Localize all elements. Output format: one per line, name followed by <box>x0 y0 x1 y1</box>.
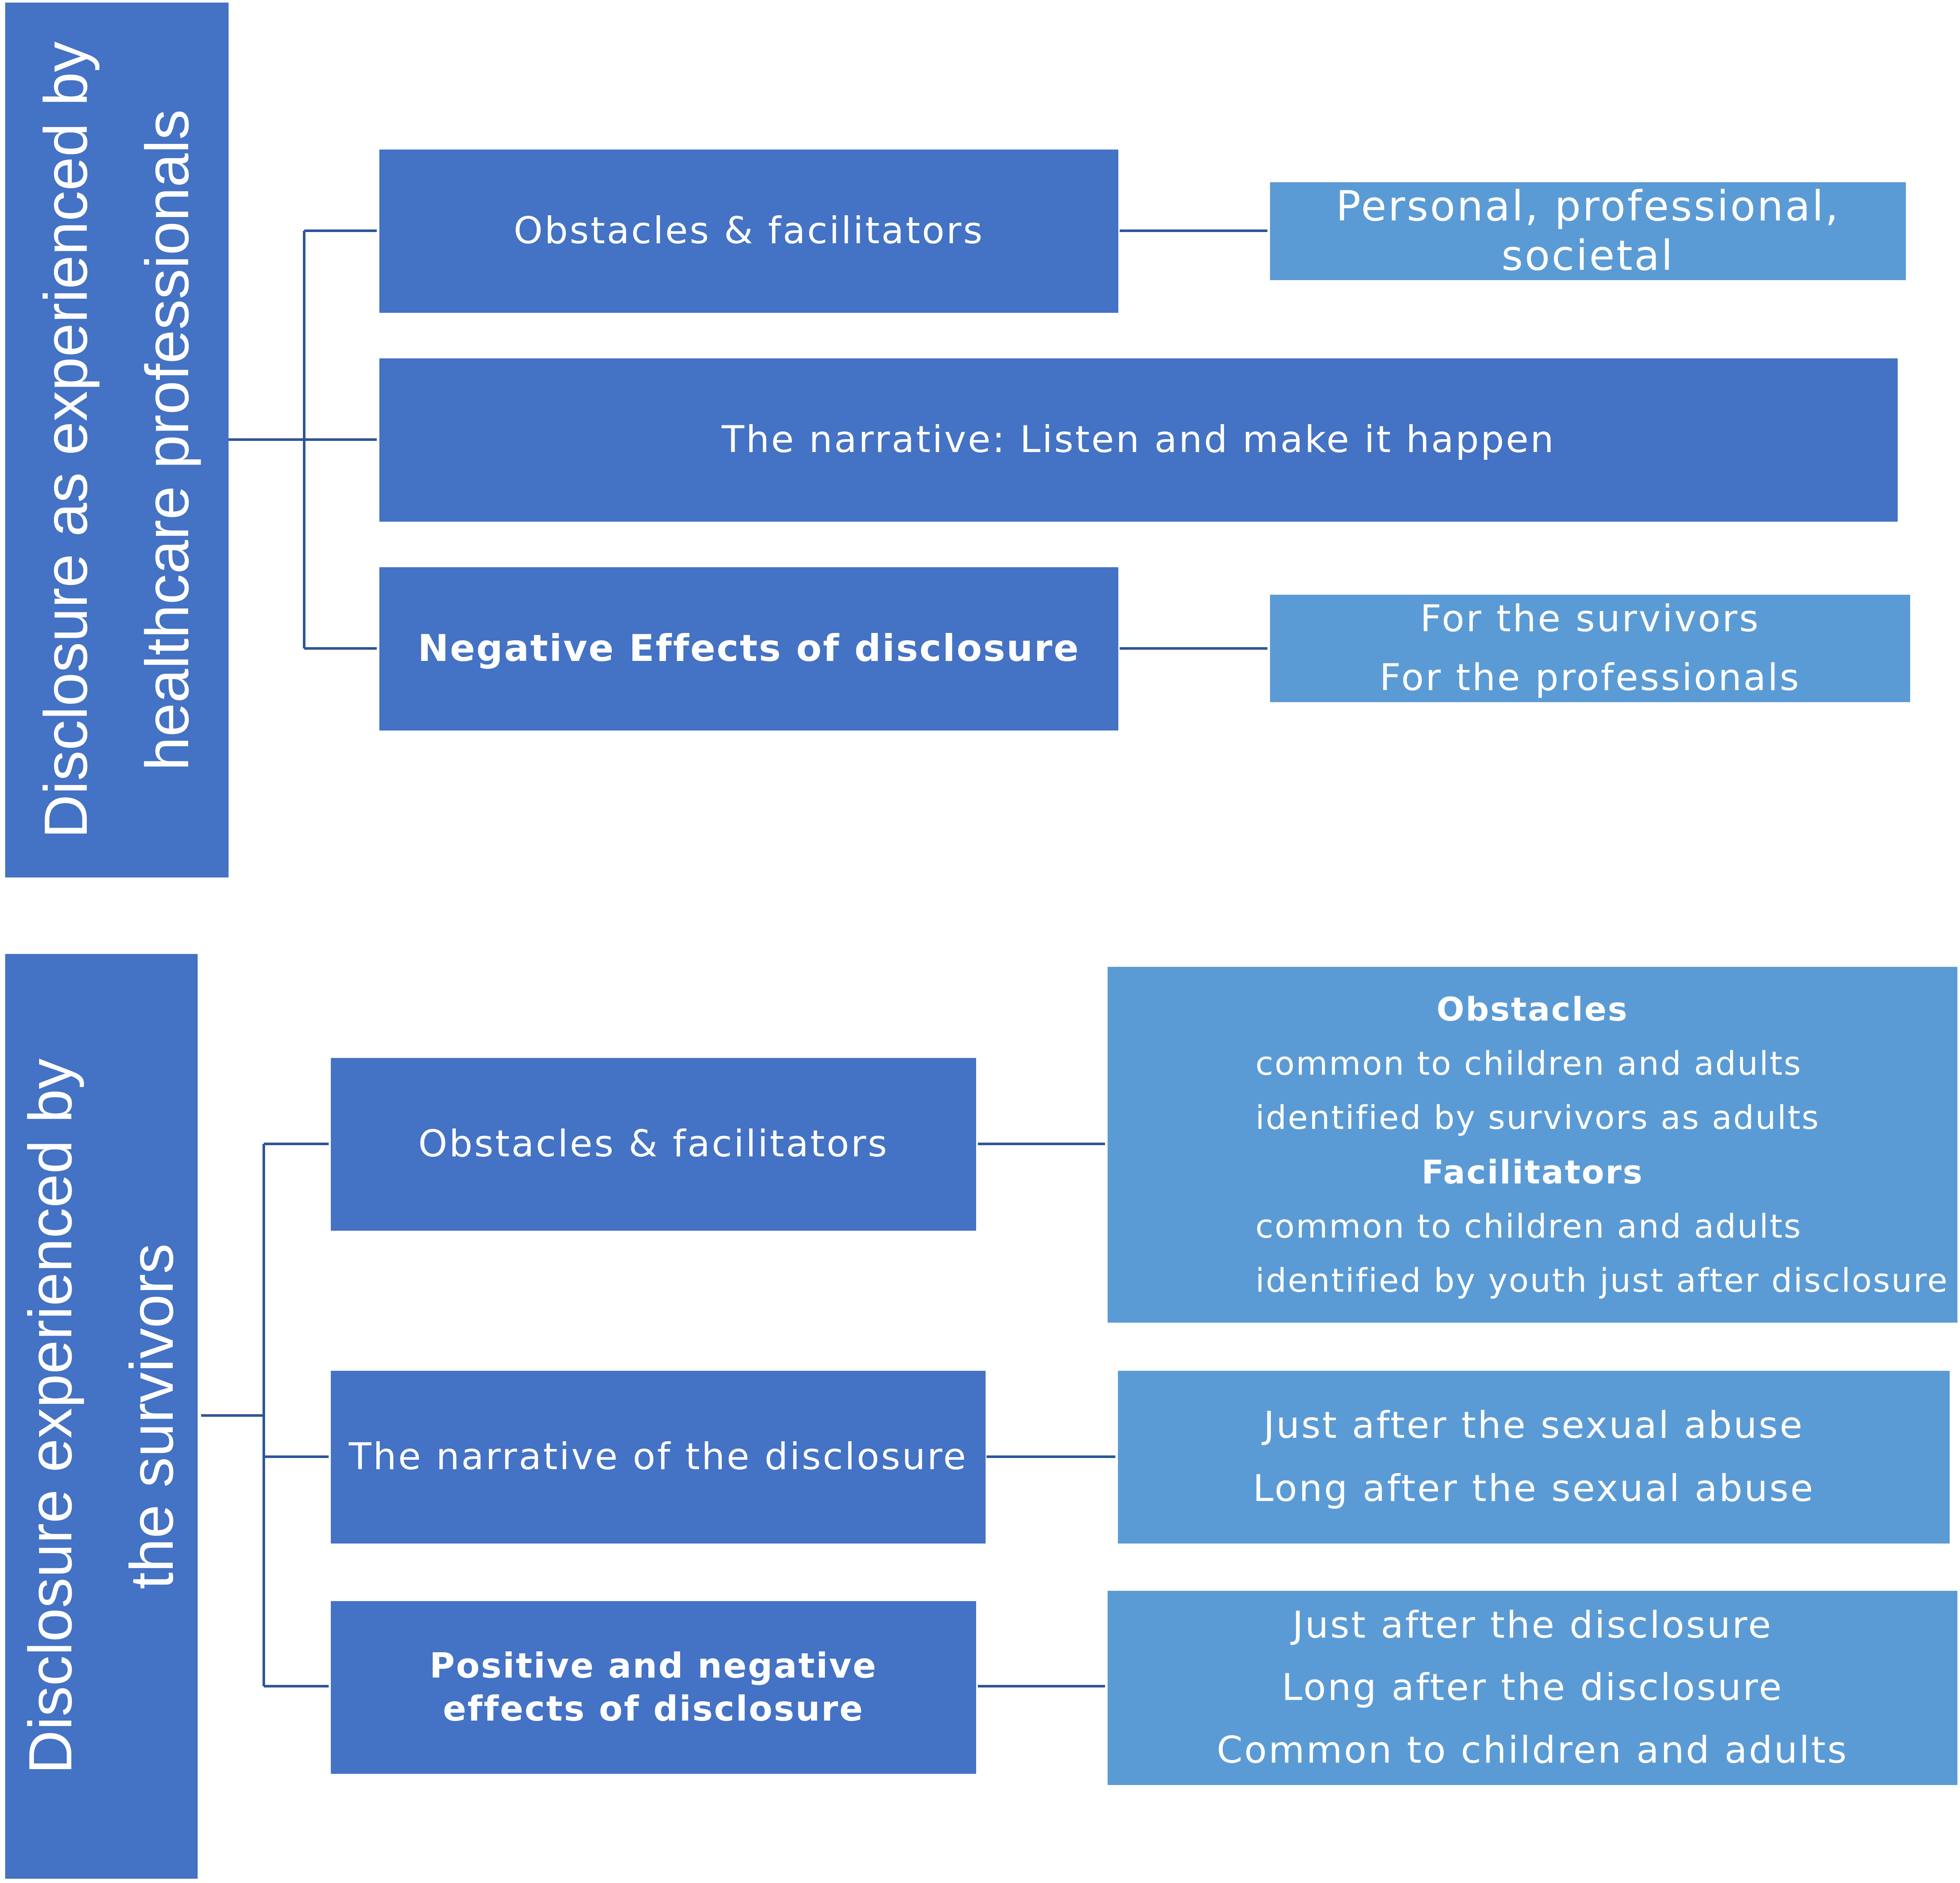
detail-label: Personal, professional, societal <box>1336 182 1840 280</box>
node-negative-effects: Negative Effects of disclosure <box>379 567 1118 731</box>
node-obstacles-facilitators-survivors: Obstacles & facilitators <box>331 1058 976 1231</box>
detail-negative-effects: For the survivors For the professionals <box>1270 595 1910 702</box>
detail-item: identified by youth just after disclosur… <box>1255 1261 1949 1299</box>
side-title-line: Disclosure as experienced by <box>32 41 100 839</box>
detail-item: common to children and adults <box>1255 1207 1802 1245</box>
side-title-line: the survivors <box>118 1243 186 1590</box>
detail-item: Long after the sexual abuse <box>1253 1467 1815 1510</box>
node-label: The narrative of the disclosure <box>348 1435 968 1479</box>
node-label: Obstacles & facilitators <box>418 1122 889 1166</box>
detail-personal-professional-societal: Personal, professional, societal <box>1270 182 1906 280</box>
facilitators-heading: Facilitators <box>1421 1152 1644 1191</box>
node-obstacles-facilitators-professionals: Obstacles & facilitators <box>379 150 1118 313</box>
node-label: Positive and negative effects of disclos… <box>429 1646 878 1729</box>
node-label: The narrative: Listen and make it happen <box>721 418 1556 462</box>
node-label: Obstacles & facilitators <box>513 209 984 253</box>
detail-obstacles-facilitators: Obstacles common to children and adults … <box>1108 967 1957 1323</box>
detail-item: identified by survivors as adults <box>1255 1098 1820 1137</box>
node-narrative-disclosure: The narrative of the disclosure <box>331 1371 986 1544</box>
node-narrative-listen: The narrative: Listen and make it happen <box>379 358 1898 522</box>
detail-item: Just after the disclosure <box>1292 1603 1773 1647</box>
node-label: Negative Effects of disclosure <box>418 627 1080 670</box>
detail-item: For the professionals <box>1379 656 1801 699</box>
detail-item: Common to children and adults <box>1216 1728 1849 1772</box>
side-title-healthcare-professionals: Disclosure as experienced by healthcare … <box>5 3 229 877</box>
detail-item: common to children and adults <box>1255 1044 1802 1083</box>
detail-item: For the survivors <box>1420 597 1760 640</box>
detail-item: Just after the sexual abuse <box>1263 1403 1804 1447</box>
side-title-line: Disclosure experienced by <box>16 1058 85 1774</box>
node-positive-negative-effects: Positive and negative effects of disclos… <box>331 1601 976 1774</box>
side-title-line: healthcare professionals <box>133 109 201 771</box>
detail-effects-timing: Just after the disclosure Long after the… <box>1108 1591 1957 1785</box>
detail-narrative-disclosure: Just after the sexual abuse Long after t… <box>1118 1371 1950 1544</box>
detail-item: Long after the disclosure <box>1282 1666 1783 1709</box>
side-title-survivors: Disclosure experienced by the survivors <box>5 954 198 1879</box>
obstacles-heading: Obstacles <box>1436 990 1629 1029</box>
